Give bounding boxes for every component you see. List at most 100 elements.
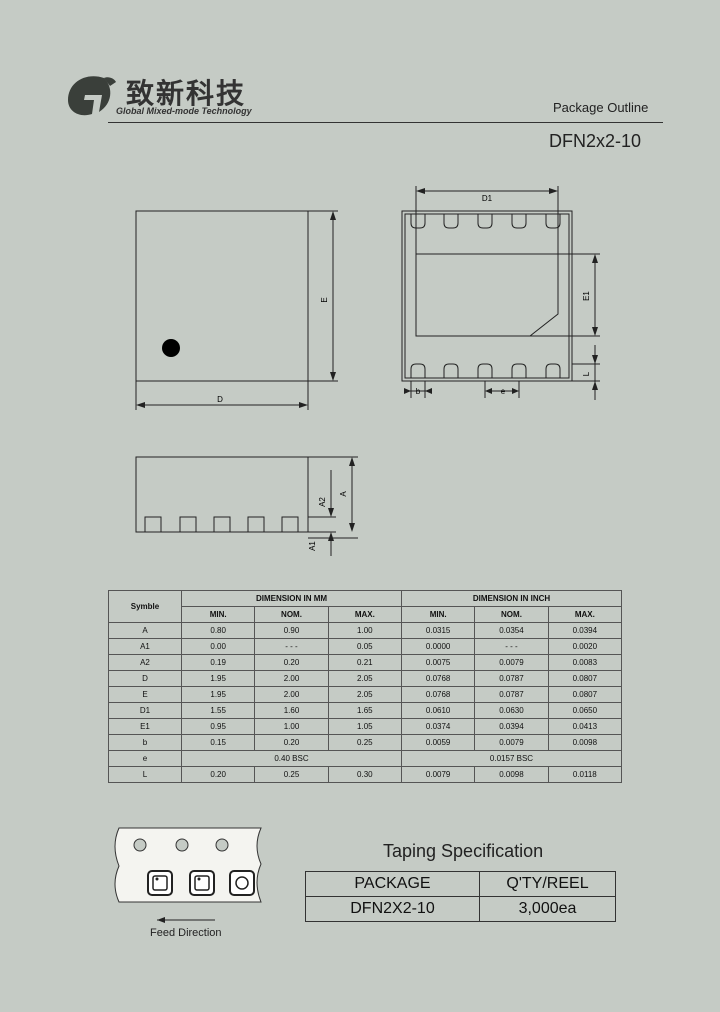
value-cell: 0.25 bbox=[254, 766, 329, 783]
value-cell: 2.05 bbox=[327, 686, 402, 703]
package-name: DFN2x2-10 bbox=[549, 131, 642, 151]
package-outline-drawing: E D bbox=[135, 186, 600, 556]
value-cell: 0.0315 bbox=[400, 622, 476, 639]
symbol-cell: E1 bbox=[108, 718, 182, 735]
taping-qty-value: 3,000ea bbox=[479, 896, 616, 922]
value-cell: 0.20 bbox=[180, 766, 256, 783]
value-cell: 1.00 bbox=[327, 622, 402, 639]
value-cell: 0.20 bbox=[254, 654, 329, 671]
subheader-min: MIN. bbox=[180, 606, 256, 623]
value-cell: 0.0768 bbox=[400, 686, 476, 703]
value-cell: 0.95 bbox=[180, 718, 256, 735]
value-cell: - - - bbox=[474, 638, 549, 655]
value-cell: 0.0098 bbox=[547, 734, 623, 751]
value-cell: 0.0807 bbox=[547, 670, 623, 687]
value-cell: 0.0768 bbox=[400, 670, 476, 687]
symbol-cell: A1 bbox=[108, 638, 182, 655]
value-cell: 1.55 bbox=[180, 702, 256, 719]
value-cell: 0.0157 BSC bbox=[400, 750, 623, 767]
top-pads bbox=[410, 214, 561, 229]
value-cell: 2.00 bbox=[254, 686, 329, 703]
value-cell: 0.25 bbox=[327, 734, 402, 751]
value-cell: 0.30 bbox=[327, 766, 402, 783]
bottom-view-body bbox=[401, 210, 573, 382]
value-cell: 0.0650 bbox=[547, 702, 623, 719]
taping-header-qty: Q'TY/REEL bbox=[479, 871, 616, 897]
value-cell: 0.0079 bbox=[474, 654, 549, 671]
value-cell: 0.0610 bbox=[400, 702, 476, 719]
company-logo-icon bbox=[68, 76, 116, 116]
table-row: e 0.40 BSC 0.0157 BSC bbox=[108, 750, 623, 767]
header-mm: DIMENSION IN MM bbox=[181, 590, 402, 607]
value-cell: 0.0118 bbox=[547, 766, 623, 783]
value-cell: 2.05 bbox=[327, 670, 402, 687]
company-name-en: Global Mixed-mode Technology bbox=[116, 106, 252, 116]
value-cell: 0.0098 bbox=[474, 766, 549, 783]
symbol-cell: b bbox=[108, 734, 182, 751]
header-divider bbox=[108, 122, 663, 123]
exposed-pad bbox=[415, 253, 559, 337]
value-cell: 0.80 bbox=[180, 622, 256, 639]
value-cell: 1.65 bbox=[327, 702, 402, 719]
label-E: E bbox=[320, 297, 329, 302]
value-cell: 2.00 bbox=[254, 670, 329, 687]
tape-pocket bbox=[147, 870, 173, 896]
value-cell: 0.0787 bbox=[474, 686, 549, 703]
top-view-body bbox=[135, 210, 309, 382]
tape-pocket bbox=[229, 870, 255, 896]
value-cell: 1.60 bbox=[254, 702, 329, 719]
value-cell: 0.0807 bbox=[547, 686, 623, 703]
subheader-max: MAX. bbox=[327, 606, 402, 623]
value-cell: 0.15 bbox=[180, 734, 256, 751]
subheader-max: MAX. bbox=[547, 606, 623, 623]
header-inch: DIMENSION IN INCH bbox=[400, 590, 623, 607]
page-subtitle: Package Outline bbox=[553, 100, 649, 115]
value-cell: 0.0787 bbox=[474, 670, 549, 687]
value-cell: 0.90 bbox=[254, 622, 329, 639]
value-cell: 1.95 bbox=[180, 670, 256, 687]
value-cell: 0.0075 bbox=[400, 654, 476, 671]
header-symbol: Symble bbox=[108, 590, 182, 623]
value-cell: 0.0079 bbox=[474, 734, 549, 751]
value-cell: 0.0374 bbox=[400, 718, 476, 735]
value-cell: 0.0000 bbox=[400, 638, 476, 655]
value-cell: 1.00 bbox=[254, 718, 329, 735]
company-name-cn: 致新科技 bbox=[126, 77, 247, 110]
carrier-tape-illustration bbox=[114, 827, 262, 923]
feed-direction-label: Feed Direction bbox=[150, 927, 222, 939]
label-e: e bbox=[501, 387, 506, 396]
taping-table: PACKAGE Q'TY/REEL DFN2X2-10 3,000ea bbox=[305, 871, 616, 922]
symbol-cell: A bbox=[108, 622, 182, 639]
value-cell: 0.0020 bbox=[547, 638, 623, 655]
tape-pocket bbox=[189, 870, 215, 896]
table-row: L 0.20 0.25 0.30 0.0079 0.0098 0.0118 bbox=[108, 766, 623, 783]
value-cell: 0.40 BSC bbox=[181, 750, 402, 767]
symbol-cell: A2 bbox=[108, 654, 182, 671]
symbol-cell: D bbox=[108, 670, 182, 687]
label-L: L bbox=[582, 371, 591, 376]
taping-package-value: DFN2X2-10 bbox=[305, 896, 480, 922]
subheader-min: MIN. bbox=[400, 606, 476, 623]
symbol-cell: D1 bbox=[108, 702, 182, 719]
label-b: b bbox=[416, 387, 421, 396]
value-cell: 0.0630 bbox=[474, 702, 549, 719]
value-cell: 0.0079 bbox=[400, 766, 476, 783]
value-cell: 0.19 bbox=[180, 654, 256, 671]
value-cell: 0.0354 bbox=[474, 622, 549, 639]
value-cell: 0.0394 bbox=[474, 718, 549, 735]
symbol-cell: L bbox=[108, 766, 182, 783]
value-cell: 1.95 bbox=[180, 686, 256, 703]
subheader-nom: NOM. bbox=[254, 606, 329, 623]
label-E1: E1 bbox=[582, 291, 591, 301]
value-cell: 0.0083 bbox=[547, 654, 623, 671]
label-D: D bbox=[217, 395, 223, 404]
symbol-cell: E bbox=[108, 686, 182, 703]
value-cell: 1.05 bbox=[327, 718, 402, 735]
